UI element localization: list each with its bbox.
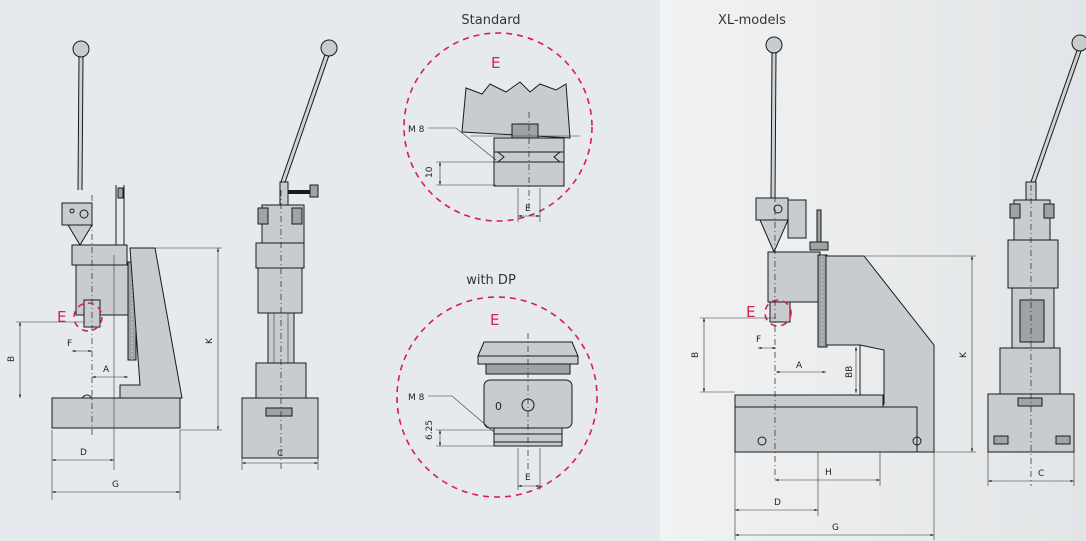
caption-xl-models: XL-models	[718, 13, 786, 28]
depth-standard-label: 10	[425, 166, 435, 178]
detail-dp-e-dim: E	[525, 473, 531, 483]
detail-standard: Standard E M 8 10 E	[403, 13, 593, 222]
handle-knob	[72, 40, 90, 58]
dim-b-label: B	[7, 356, 17, 362]
caption-with-dp: with DP	[466, 273, 516, 288]
caption-standard: Standard	[461, 13, 520, 28]
thread-dp-label: M 8	[408, 393, 425, 403]
xl-dim-a-label: A	[796, 361, 803, 371]
dim-c-label: C	[277, 449, 283, 459]
detail-standard-e-label: E	[491, 54, 500, 72]
depth-dp-label: 6.25	[425, 420, 435, 440]
xl-detail-e-marker	[764, 299, 792, 327]
detail-e-marker	[73, 302, 103, 332]
thread-standard-label: M 8	[408, 125, 425, 135]
handle-knob-front	[320, 39, 338, 57]
dim-d-label: D	[80, 448, 87, 458]
xl-dim-g-label: G	[832, 523, 839, 533]
dim-g-label: G	[112, 480, 119, 490]
xl-press-side-view: XL-models E B F A	[691, 13, 976, 540]
detail-standard-circle	[403, 32, 593, 222]
dim-f-label: F	[67, 339, 72, 349]
xl-handle-knob-front	[1071, 34, 1086, 52]
detail-e-label: E	[57, 308, 66, 326]
xl-dim-h-label: H	[825, 468, 832, 478]
xl-press-front-view: C	[987, 34, 1086, 486]
detail-dp-e-label: E	[490, 311, 499, 329]
xl-detail-e-label: E	[746, 303, 755, 321]
dim-k-label: K	[205, 337, 215, 344]
xl-dim-k-label: K	[959, 351, 969, 358]
dim-a-label: A	[103, 365, 110, 375]
standard-press-front-view: C	[241, 39, 338, 470]
xl-handle-knob	[765, 36, 783, 54]
xl-dim-c-label: C	[1038, 469, 1044, 479]
xl-dim-bb-label: BB	[845, 366, 855, 378]
dp-indicator-value: 0	[495, 400, 502, 413]
detail-dp-circle	[396, 296, 598, 498]
detail-with-dp: with DP E 0 M 8 6.25 E	[396, 273, 598, 498]
xl-dim-b-label: B	[691, 352, 701, 358]
standard-press-side-view: E B F A K D G	[7, 40, 222, 500]
detail-standard-e-dim: E	[525, 204, 531, 214]
xl-dim-f-label: F	[756, 335, 761, 345]
xl-dim-d-label: D	[774, 498, 781, 508]
